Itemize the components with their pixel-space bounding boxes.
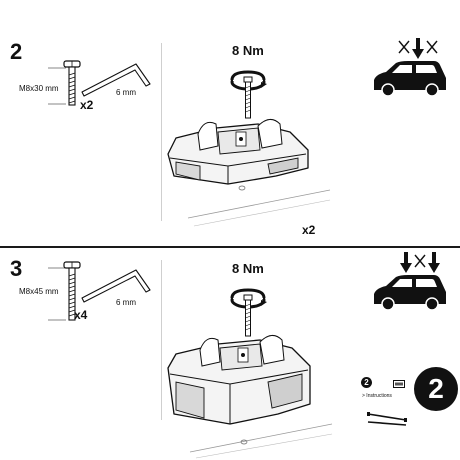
reference-step-badge: 2 xyxy=(414,367,458,411)
arrow-down-icon xyxy=(400,252,412,273)
torque-value: 8 Nm xyxy=(232,43,264,58)
hex-key-size-label: 6 mm xyxy=(116,298,136,307)
cross-icon xyxy=(414,254,426,268)
hex-key-icon xyxy=(81,63,151,97)
car-silhouette-icon xyxy=(374,61,446,97)
instructions-reference-text: > Instructions xyxy=(362,393,392,399)
car-silhouette-icon xyxy=(374,275,446,311)
roof-bar-icon xyxy=(367,412,407,426)
length-dimension-lines xyxy=(48,67,66,105)
hex-key-icon xyxy=(81,269,151,303)
cross-icon xyxy=(426,40,438,54)
arrow-down-icon xyxy=(412,38,424,59)
cross-icon xyxy=(398,40,410,54)
torque-value: 8 Nm xyxy=(232,261,264,276)
column-divider xyxy=(161,260,162,420)
step-number: 2 xyxy=(10,39,23,64)
hex-key-size-label: 6 mm xyxy=(116,88,136,97)
screw-icon xyxy=(63,261,81,321)
step-divider xyxy=(0,246,460,248)
bolt-quantity: x4 xyxy=(74,308,88,322)
torque-wrench-icon xyxy=(230,288,267,337)
column-divider xyxy=(161,43,162,221)
reference-step-number: 2 xyxy=(361,377,372,388)
screw-icon xyxy=(63,60,81,106)
bolt-quantity: x2 xyxy=(80,98,94,112)
step-2-panel: 2 M8x30 mm x2 6 mm 8 Nm xyxy=(10,38,446,237)
reference-thumbnail-icon xyxy=(393,380,405,388)
step-number: 3 xyxy=(10,256,23,281)
arrow-down-icon xyxy=(428,252,440,273)
length-dimension-lines xyxy=(48,267,66,321)
foot-pack-illustration xyxy=(167,335,333,459)
bolt-size-label: M8x45 mm xyxy=(19,287,59,296)
bolt-size-label: M8x30 mm xyxy=(19,84,59,93)
assembly-quantity: x2 xyxy=(302,223,316,237)
foot-pack-illustration xyxy=(167,119,331,227)
step-3-panel: 3 M8x45 mm x4 6 mm 8 Nm xyxy=(0,248,460,460)
instruction-reference-card: 2 > Instructions xyxy=(360,376,412,432)
torque-wrench-icon xyxy=(230,70,267,119)
